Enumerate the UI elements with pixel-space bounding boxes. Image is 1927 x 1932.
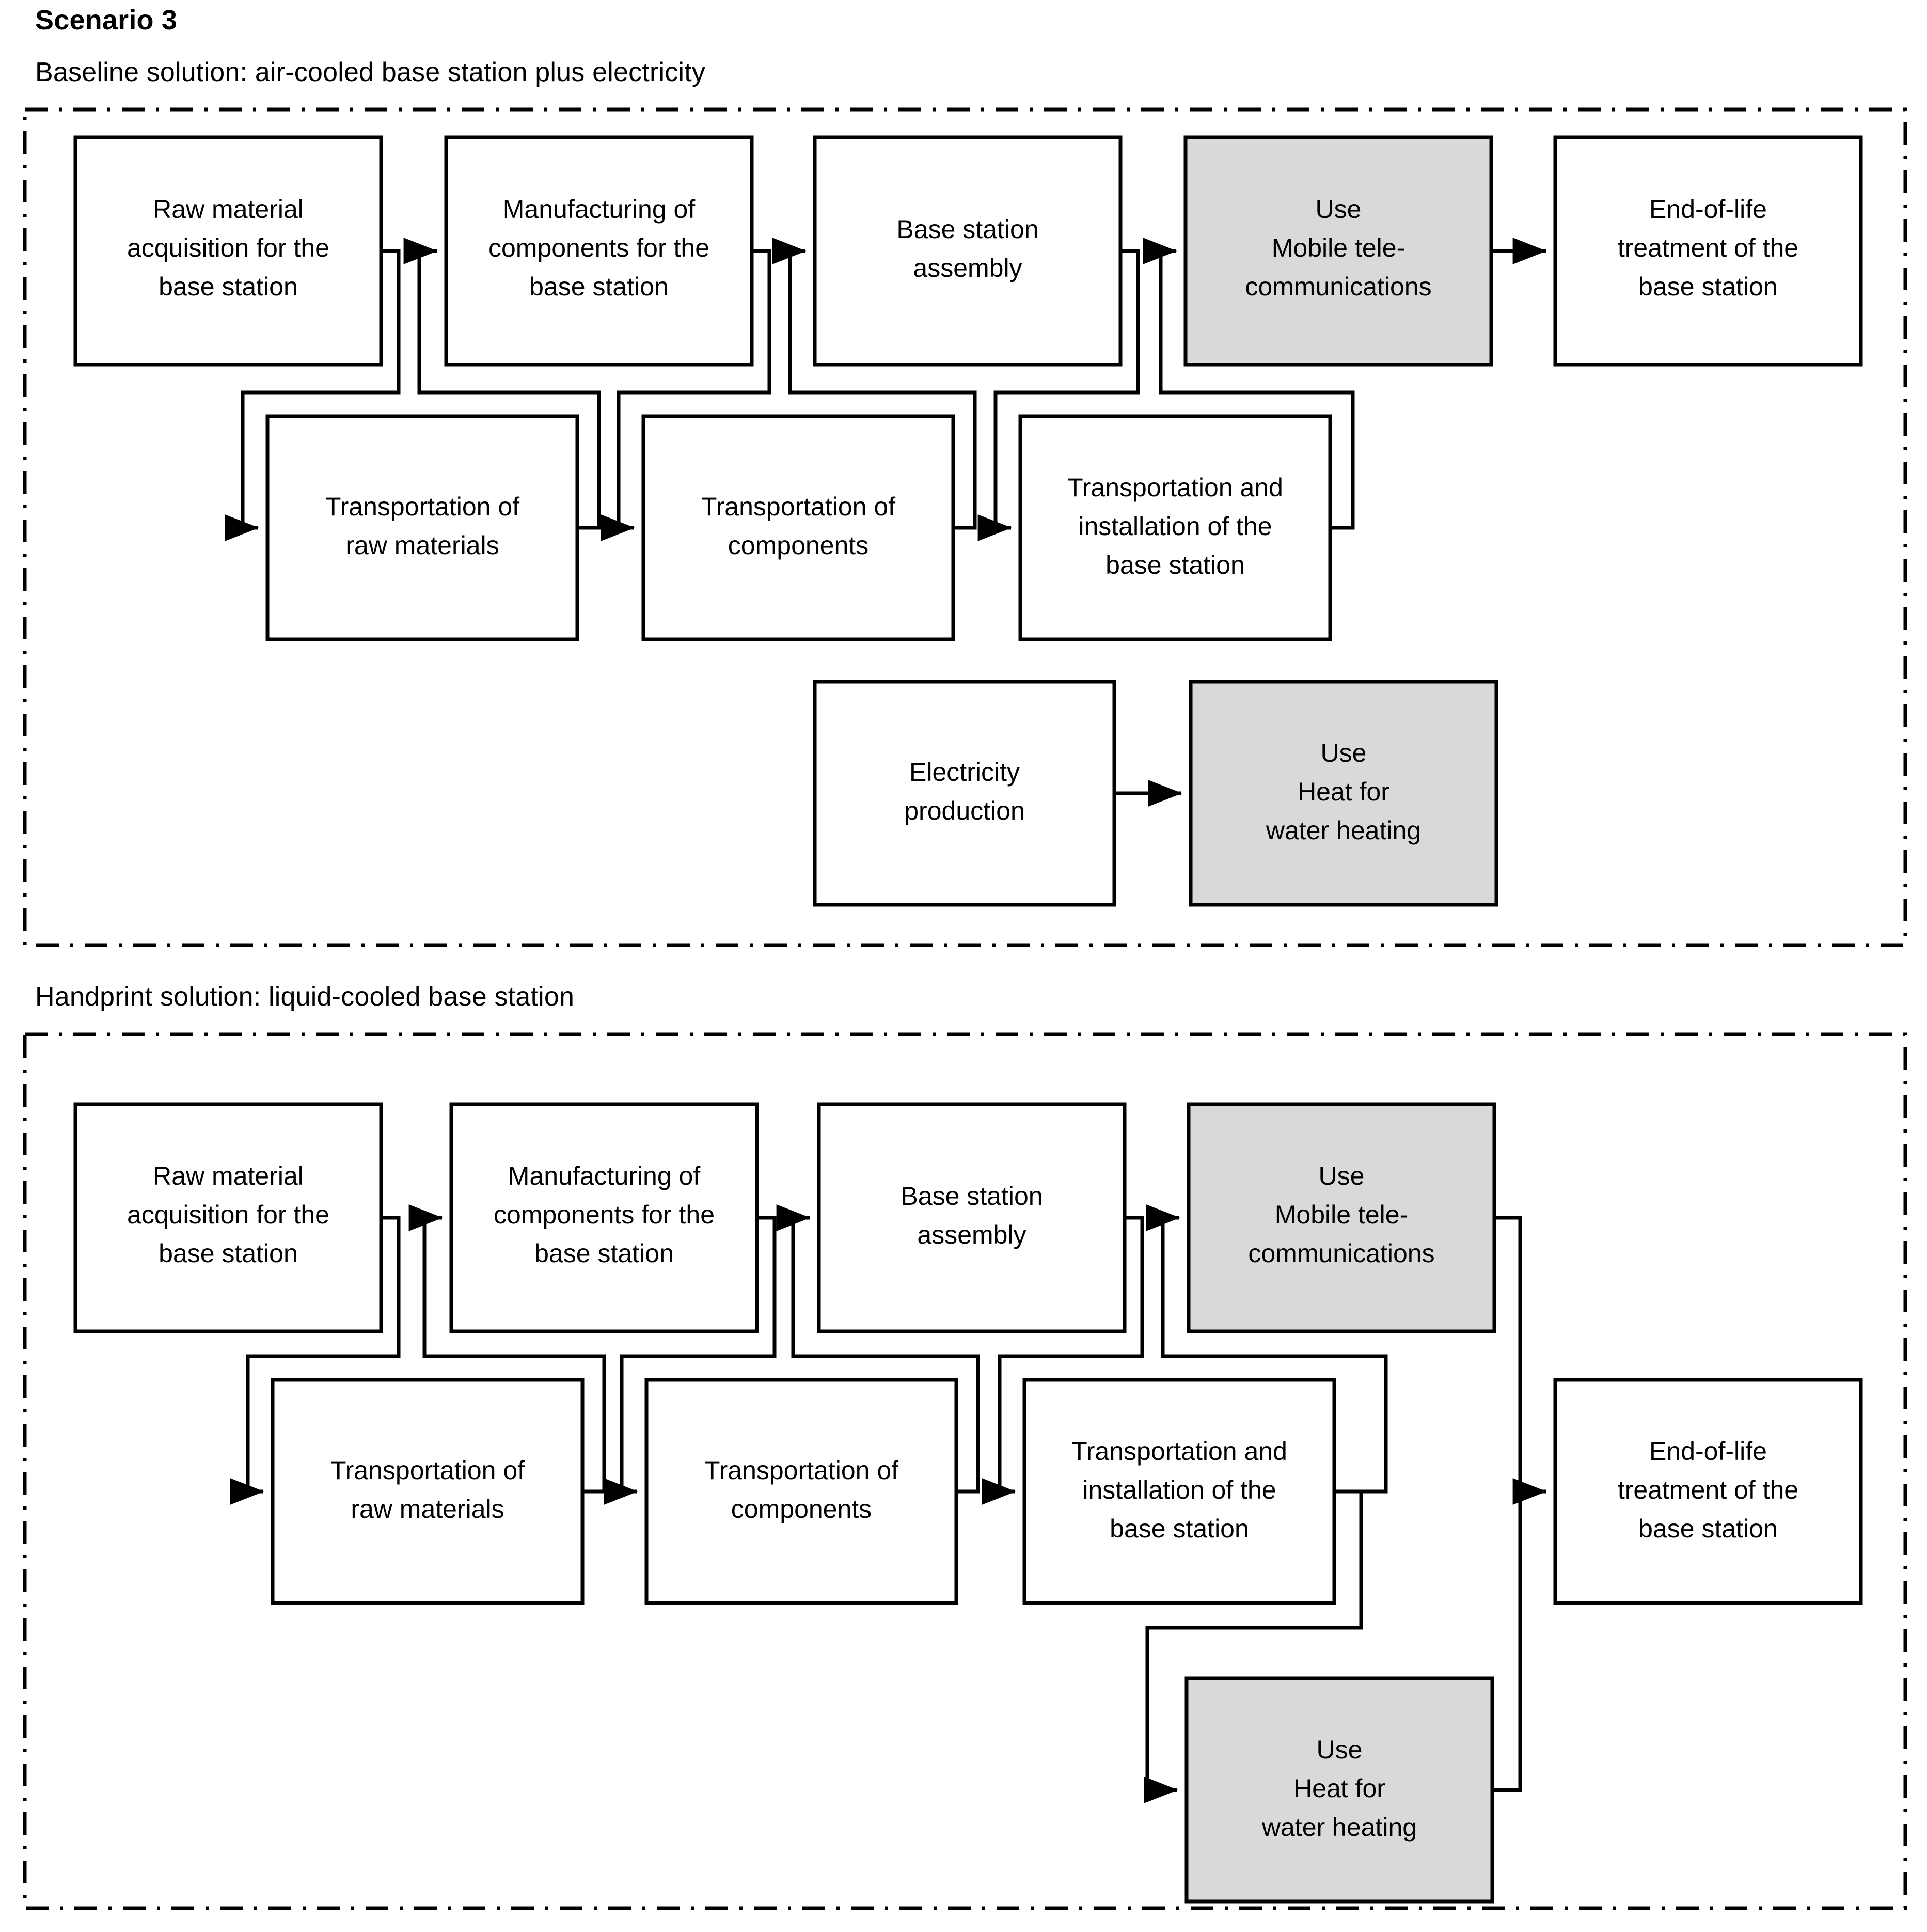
flow-h-trp-ins-to-use-heat [1144,1489,1363,1803]
baseline-panel-caption: Baseline solution: air-cooled base stati… [35,57,706,87]
box-b-elec-line-0: Electricity [909,758,1020,787]
box-b-trp-cmp-line-1: components [728,531,868,560]
flow-h-use-mob-to-eol [1494,1216,1547,1505]
box-h-trp-ins-line-1: installation of the [1082,1475,1276,1504]
box-b-trp-cmp-line-0: Transportation of [701,492,895,521]
box-b-trp-raw-line-0: Transportation of [325,492,519,521]
box-h-eol-line-2: base station [1638,1514,1778,1543]
box-h-trp-raw-line-1: raw materials [351,1495,504,1523]
box-b-elec-line-1: production [904,796,1025,825]
flow-b-trp-raw-to-mfg [403,238,601,530]
baseline-panel-border [23,107,1907,947]
box-h-use-mob-line-2: communications [1248,1239,1434,1268]
flow-b-asm-to-trp-ins [977,249,1140,541]
box-b-eol-line-1: treatment of the [1618,233,1798,262]
box-h-use-mob-line-0: Use [1319,1161,1365,1190]
box-b-use-mob-line-1: Mobile tele- [1272,233,1405,262]
box-h-trp-ins-line-0: Transportation and [1071,1437,1287,1466]
box-h-use-mob-line-1: Mobile tele- [1275,1200,1408,1229]
box-h-eol-line-0: End-of-life [1649,1437,1767,1466]
box-h-mfg[interactable]: Manufacturing of components for the base… [449,1102,759,1333]
box-b-trp-cmp[interactable]: Transportation of components [641,414,955,641]
box-h-raw-line-2: base station [159,1239,298,1268]
flow-b-raw-to-trp-raw [225,249,401,541]
box-h-trp-cmp-line-1: components [731,1495,872,1523]
box-b-trp-raw-line-1: raw materials [345,531,499,560]
box-h-use-heat-line-0: Use [1317,1735,1363,1764]
box-h-asm-line-1: assembly [917,1220,1026,1249]
box-h-mfg-line-2: base station [534,1239,674,1268]
handprint-panel-border [23,1032,1907,1910]
figure-title: Scenario 3 [35,5,178,36]
box-b-eol-line-0: End-of-life [1649,195,1767,224]
box-b-raw[interactable]: Raw material acquisition for the base st… [73,135,383,367]
box-b-mfg[interactable]: Manufacturing of components for the base… [444,135,754,367]
box-h-asm-line-0: Base station [901,1182,1043,1211]
box-h-trp-raw[interactable]: Transportation of raw materials [271,1378,585,1605]
flow-b-trp-ins-to-use-mob [1143,238,1355,530]
box-b-use-heat-line-0: Use [1321,739,1367,767]
box-h-use-mob[interactable]: Use Mobile tele- communications [1187,1102,1496,1333]
box-h-eol[interactable]: End-of-life treatment of the base statio… [1553,1378,1863,1605]
box-h-eol-line-1: treatment of the [1618,1475,1798,1504]
box-h-use-heat-line-2: water heating [1261,1813,1417,1842]
box-h-asm[interactable]: Base station assembly [817,1102,1127,1333]
box-b-mfg-line-1: components for the [488,233,709,262]
box-b-mfg-line-0: Manufacturing of [503,195,696,224]
box-h-mfg-line-1: components for the [494,1200,715,1229]
box-b-mfg-line-2: base station [529,272,669,301]
box-h-raw[interactable]: Raw material acquisition for the base st… [73,1102,383,1333]
flow-h-trp-raw-to-mfg [408,1204,606,1494]
box-b-trp-raw[interactable]: Transportation of raw materials [265,414,579,641]
box-b-trp-ins-line-2: base station [1105,551,1245,579]
box-h-trp-ins-line-2: base station [1110,1514,1249,1543]
box-b-raw-line-1: acquisition for the [127,233,329,262]
box-b-raw-line-2: base station [159,272,298,301]
box-b-use-mob-line-2: communications [1245,272,1431,301]
box-h-trp-ins[interactable]: Transportation and installation of the b… [1022,1378,1336,1605]
box-b-trp-ins-line-1: installation of the [1078,512,1272,541]
box-b-asm[interactable]: Base station assembly [813,135,1123,367]
box-b-use-mob-line-0: Use [1316,195,1362,224]
box-h-use-heat[interactable]: Use Heat for water heating [1184,1676,1494,1904]
handprint-panel-caption: Handprint solution: liquid-cooled base s… [35,982,575,1012]
box-b-asm-line-0: Base station [896,215,1038,244]
box-h-trp-cmp[interactable]: Transportation of components [644,1378,958,1605]
box-h-trp-cmp-line-0: Transportation of [704,1456,898,1485]
box-b-use-heat[interactable]: Use Heat for water heating [1189,680,1498,907]
flow-h-raw-to-trp-raw [230,1216,401,1505]
box-h-mfg-line-0: Manufacturing of [508,1161,701,1190]
flow-h-trp-cmp-to-asm [776,1204,980,1494]
box-b-eol-line-2: base station [1638,272,1778,301]
box-b-use-mob[interactable]: Use Mobile tele- communications [1183,135,1493,367]
box-b-use-heat-line-1: Heat for [1298,777,1389,806]
box-b-eol[interactable]: End-of-life treatment of the base statio… [1553,135,1863,367]
box-h-use-heat-line-1: Heat for [1293,1774,1385,1803]
box-b-elec[interactable]: Electricity production [813,680,1116,907]
box-b-use-heat-line-2: water heating [1266,816,1421,845]
flow-h-trp-ins-to-use-mob [1146,1204,1388,1494]
box-h-raw-line-0: Raw material [153,1161,304,1190]
box-b-asm-line-1: assembly [913,254,1022,282]
flow-h-use-heat-to-eol [1492,1491,1522,1792]
box-b-trp-ins-line-0: Transportation and [1067,473,1283,502]
flow-h-asm-to-trp-ins [982,1216,1144,1505]
flow-h-mfg-to-trp-cmp [604,1216,777,1505]
flow-b-mfg-to-trp-cmp [601,249,771,541]
box-b-trp-ins[interactable]: Transportation and installation of the b… [1018,414,1332,641]
box-h-trp-raw-line-0: Transportation of [330,1456,525,1485]
flow-b-trp-cmp-to-asm [772,238,977,530]
box-h-raw-line-1: acquisition for the [127,1200,329,1229]
box-b-raw-line-0: Raw material [153,195,304,224]
